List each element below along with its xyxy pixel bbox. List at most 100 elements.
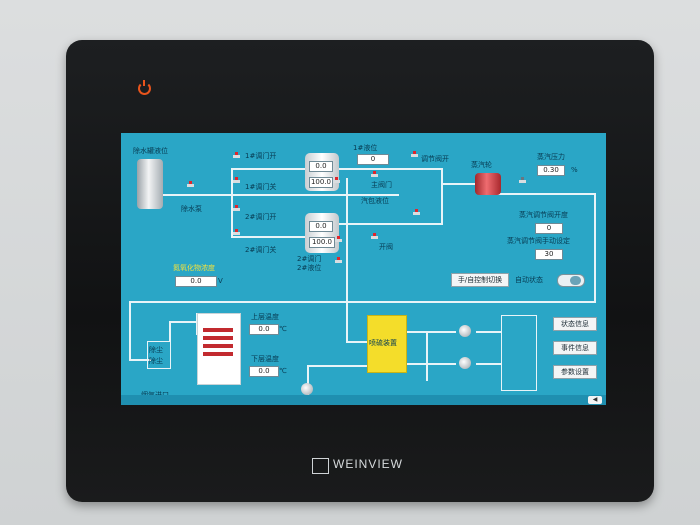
pipe [129, 359, 151, 361]
lower-temp-unit: ℃ [279, 367, 287, 375]
pipe [307, 365, 367, 367]
flow-rate-value: 0 [535, 223, 563, 234]
lower-valve-icon[interactable] [371, 233, 378, 240]
screen-menu-icon[interactable]: ◀ [588, 396, 602, 404]
nox-unit-label: V [218, 277, 223, 285]
pipe [129, 301, 596, 303]
vessel-1-valve-icon[interactable] [333, 177, 340, 184]
valve-1-close-label: 1#调门关 [245, 183, 277, 191]
hmi-screen: 除水罐液位 除水泵 1#调门开 1#调门关 2#调门开 2#调门关 0.0 10… [121, 133, 606, 405]
dust-a-label: 除尘 [149, 346, 163, 354]
reg-valve-icon[interactable] [411, 151, 418, 158]
setpoint-value: 30 [535, 249, 563, 260]
drum-valve-icon[interactable] [413, 209, 420, 216]
steam-turbine [475, 173, 501, 195]
auto-status-label: 自动状态 [515, 276, 543, 284]
pipe [406, 331, 456, 333]
weinview-logo-icon [312, 458, 329, 474]
brand-name: WEINVIEW [333, 457, 403, 471]
pipe [159, 194, 399, 196]
pipe [331, 168, 441, 170]
reactor-heater [197, 313, 241, 385]
pipe [231, 236, 311, 238]
drum-pressure-valve-icon[interactable] [519, 177, 526, 184]
dust-b-label: 除尘 [149, 357, 163, 365]
tank-level-2-label: 2#液位 [297, 264, 322, 272]
main-valve-label: 主阀门 [371, 181, 392, 189]
heater-element [203, 352, 233, 356]
pipe [346, 301, 348, 343]
heater-element [203, 336, 233, 340]
upper-temp-unit: ℃ [279, 325, 287, 333]
pipe [406, 363, 456, 365]
drum-pressure-value: 0.30 [537, 165, 565, 176]
pump-a-icon[interactable] [459, 325, 471, 337]
pipe [129, 301, 131, 361]
pipe [169, 321, 199, 323]
valve-1-open-label: 1#调门开 [245, 152, 277, 160]
valve-2-open-icon[interactable] [233, 205, 240, 212]
param-settings-button[interactable]: 参数设置 [553, 365, 597, 379]
valve-2-close-icon[interactable] [233, 229, 240, 236]
pressure-unit-label: % [571, 166, 578, 174]
tank-level-1-label: 1#液位 [353, 144, 378, 152]
pipe [441, 183, 491, 185]
water-tank [137, 159, 163, 209]
reg-valve-open-label: 调节阀开 [421, 155, 449, 163]
pipe [476, 331, 501, 333]
dosing-device-label: 喷硫装置 [369, 339, 397, 347]
vessel-2-valve-icon[interactable] [335, 236, 342, 243]
event-info-button[interactable]: 事件信息 [553, 341, 597, 355]
main-valve-icon[interactable] [371, 171, 378, 178]
water-pump-label: 除水泵 [181, 205, 202, 213]
valve-1-close-icon[interactable] [233, 177, 240, 184]
pipe [346, 178, 348, 303]
lower-temp-label: 下层温度 [251, 355, 279, 363]
pipe [231, 168, 233, 238]
heater-element [203, 344, 233, 348]
dosing-device [367, 315, 407, 373]
steam-drum-level-label: 汽包液位 [361, 197, 389, 205]
power-icon[interactable] [138, 80, 151, 95]
open-valve-label: 开阀 [379, 243, 393, 251]
pipe [594, 193, 596, 303]
flow-rate-label: 蒸汽调节阀开度 [519, 211, 568, 219]
nox-concentration-label: 氮氧化物浓度 [173, 264, 215, 272]
pump-valve-icon[interactable] [187, 181, 194, 188]
valve-1-open-icon[interactable] [233, 152, 240, 159]
status-info-button[interactable]: 状态信息 [553, 317, 597, 331]
circulation-pump-icon[interactable] [301, 383, 313, 395]
vessel-2-level-value: 0.0 [309, 221, 333, 232]
pipe [476, 363, 501, 365]
pipe [331, 223, 441, 225]
fixed-value-label: 蒸汽调节阀手动设定 [507, 237, 570, 245]
valve-open-value: 0 [357, 154, 389, 165]
drum-pressure-label: 蒸汽压力 [537, 153, 565, 161]
water-storage [501, 315, 537, 391]
pipe [169, 321, 171, 341]
screen-status-bar [121, 395, 606, 405]
nox-value: 0.0 [175, 276, 217, 287]
vessel-1-pct-value: 100.0 [309, 177, 333, 188]
pump-b-icon[interactable] [459, 357, 471, 369]
pipe [491, 193, 596, 195]
valve-2-open-label: 2#调门开 [245, 213, 277, 221]
heater-element [203, 328, 233, 332]
vessel-2-pct-value: 100.0 [309, 237, 335, 248]
upper-temp-value: 0.0 [249, 324, 279, 335]
water-tank-level-label: 除水罐液位 [133, 147, 168, 155]
pipe [441, 168, 443, 225]
dust-collector [147, 341, 171, 369]
valve-2-close-label: 2#调门关 [245, 246, 277, 254]
valve-2-aux-icon[interactable] [335, 257, 342, 264]
vessel-1-level-value: 0.0 [309, 161, 333, 172]
upper-temp-label: 上层温度 [251, 313, 279, 321]
steam-turbine-label: 蒸汽轮 [471, 161, 492, 169]
pipe [307, 365, 309, 397]
pipe [426, 331, 428, 381]
auto-toggle[interactable] [557, 274, 585, 287]
manual-auto-button[interactable]: 手/自控制切换 [451, 273, 509, 287]
pipe [231, 168, 311, 170]
valve-2-aux-label: 2#调门 [297, 255, 322, 263]
lower-temp-value: 0.0 [249, 366, 279, 377]
